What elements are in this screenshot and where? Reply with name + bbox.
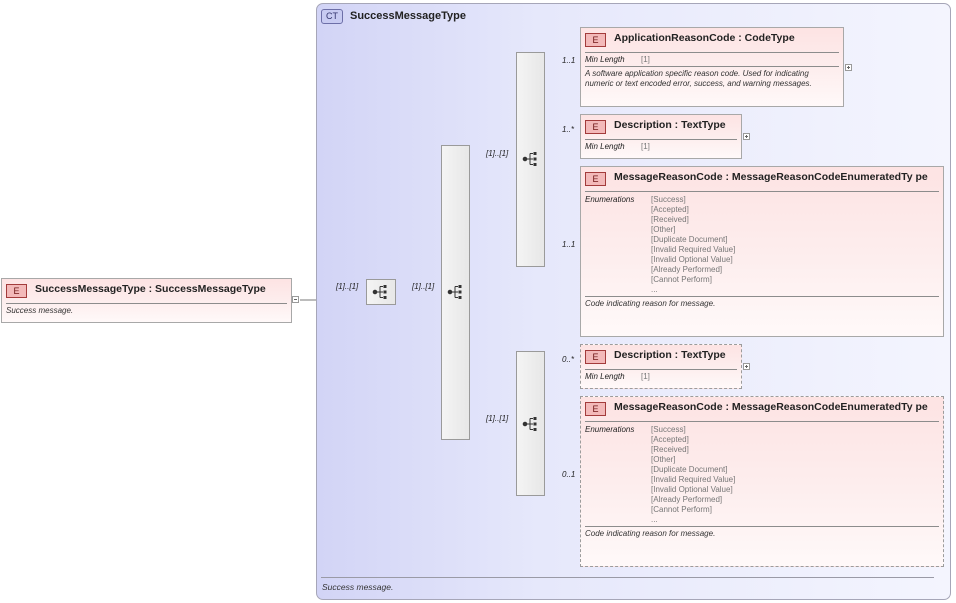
divider <box>585 66 839 67</box>
divider <box>585 191 939 192</box>
divider <box>585 52 839 53</box>
enumeration-value: [Invalid Optional Value] <box>651 255 733 264</box>
enumeration-value: [Other] <box>651 455 676 464</box>
element-title: MessageReasonCode : MessageReasonCodeEnu… <box>614 401 928 413</box>
enumeration-value: [Invalid Required Value] <box>651 245 736 254</box>
property-label: Enumerations <box>585 425 635 434</box>
root-element-doc: Success message. <box>6 306 74 315</box>
root-element-title: SuccessMessageType : SuccessMessageType <box>35 283 266 295</box>
element-description-a[interactable]: E Description : TextType Min Length [1] <box>580 114 742 159</box>
cardinality-label: 0..* <box>562 355 575 364</box>
enumeration-value: [Accepted] <box>651 435 689 444</box>
divider <box>585 369 737 370</box>
enumerations-property: Enumerations [Success] [Accepted] [Recei… <box>581 422 943 525</box>
divider <box>585 421 939 422</box>
divider <box>6 303 287 304</box>
enumeration-list: [Success] [Accepted] [Received] [Other] … <box>651 195 735 295</box>
complex-type-badge: CT <box>321 8 343 24</box>
property-label: Enumerations <box>585 195 635 204</box>
sequence-icon <box>522 417 537 431</box>
sequence-icon <box>372 285 387 299</box>
element-doc: A software application specific reason c… <box>585 69 812 88</box>
expand-plus-icon[interactable] <box>743 133 750 140</box>
collapse-minus-icon[interactable] <box>292 296 299 303</box>
enumeration-list: [Success] [Accepted] [Received] [Other] … <box>651 425 735 525</box>
expand-plus-icon[interactable] <box>845 64 852 71</box>
enumeration-value: [Invalid Optional Value] <box>651 485 733 494</box>
divider <box>585 139 737 140</box>
element-badge: E <box>585 120 606 134</box>
enumeration-value: [Already Performed] <box>651 265 723 274</box>
enumeration-value: [Received] <box>651 215 689 224</box>
cardinality-label: [1]..[1] <box>486 149 509 158</box>
element-doc: Code indicating reason for message. <box>585 299 716 308</box>
complex-type-title: SuccessMessageType <box>350 10 466 22</box>
min-length-property: Min Length [1] <box>581 140 741 152</box>
enumeration-value: [Success] <box>651 425 686 434</box>
min-length-property: Min Length [1] <box>581 370 741 382</box>
divider <box>585 296 939 297</box>
element-title: MessageReasonCode : MessageReasonCodeEnu… <box>614 171 928 183</box>
cardinality-label: 1..1 <box>562 240 576 249</box>
property-label: Min Length <box>585 142 625 151</box>
element-badge: E <box>6 284 27 298</box>
enumeration-value: ... <box>651 515 658 524</box>
divider <box>585 526 939 527</box>
enumeration-value: [Already Performed] <box>651 495 723 504</box>
cardinality-label: 1..1 <box>562 56 576 65</box>
complex-type-doc: Success message. <box>322 582 394 592</box>
element-doc: Code indicating reason for message. <box>585 529 716 538</box>
cardinality-label: 1..* <box>562 125 575 134</box>
enumeration-value: [Received] <box>651 445 689 454</box>
enumeration-value: [Success] <box>651 195 686 204</box>
cardinality-label: [1]..[1] <box>336 282 359 291</box>
cardinality-label: [1]..[1] <box>486 414 509 423</box>
choice-icon <box>447 285 462 299</box>
element-badge: E <box>585 402 606 416</box>
divider <box>321 577 934 578</box>
enumeration-value: [Duplicate Document] <box>651 235 728 244</box>
element-title: Description : TextType <box>614 119 726 131</box>
property-label: Min Length <box>585 372 625 381</box>
min-length-property: Min Length [1] <box>581 53 843 65</box>
cardinality-label: 0..1 <box>562 470 576 479</box>
enumeration-value: ... <box>651 285 658 294</box>
element-badge: E <box>585 33 606 47</box>
element-title: Description : TextType <box>614 349 726 361</box>
element-description-b[interactable]: E Description : TextType Min Length [1] <box>580 344 742 389</box>
cardinality-label: [1]..[1] <box>412 282 435 291</box>
enumeration-value: [Invalid Required Value] <box>651 475 736 484</box>
sequence-icon <box>522 152 537 166</box>
element-badge: E <box>585 350 606 364</box>
property-value: [1] <box>641 55 650 64</box>
property-value: [1] <box>641 372 650 381</box>
element-message-reason-code-b[interactable]: E MessageReasonCode : MessageReasonCodeE… <box>580 396 944 567</box>
element-message-reason-code-a[interactable]: E MessageReasonCode : MessageReasonCodeE… <box>580 166 944 337</box>
expand-plus-icon[interactable] <box>743 363 750 370</box>
element-title: ApplicationReasonCode : CodeType <box>614 32 795 44</box>
enumeration-value: [Cannot Perform] <box>651 505 712 514</box>
property-label: Min Length <box>585 55 625 64</box>
element-badge: E <box>585 172 606 186</box>
enumeration-value: [Duplicate Document] <box>651 465 728 474</box>
enumerations-property: Enumerations [Success] [Accepted] [Recei… <box>581 192 943 295</box>
element-application-reason-code[interactable]: E ApplicationReasonCode : CodeType Min L… <box>580 27 844 107</box>
enumeration-value: [Other] <box>651 225 676 234</box>
enumeration-value: [Accepted] <box>651 205 689 214</box>
enumeration-value: [Cannot Perform] <box>651 275 712 284</box>
property-value: [1] <box>641 142 650 151</box>
root-element-success-message-type[interactable]: E SuccessMessageType : SuccessMessageTyp… <box>1 278 292 323</box>
